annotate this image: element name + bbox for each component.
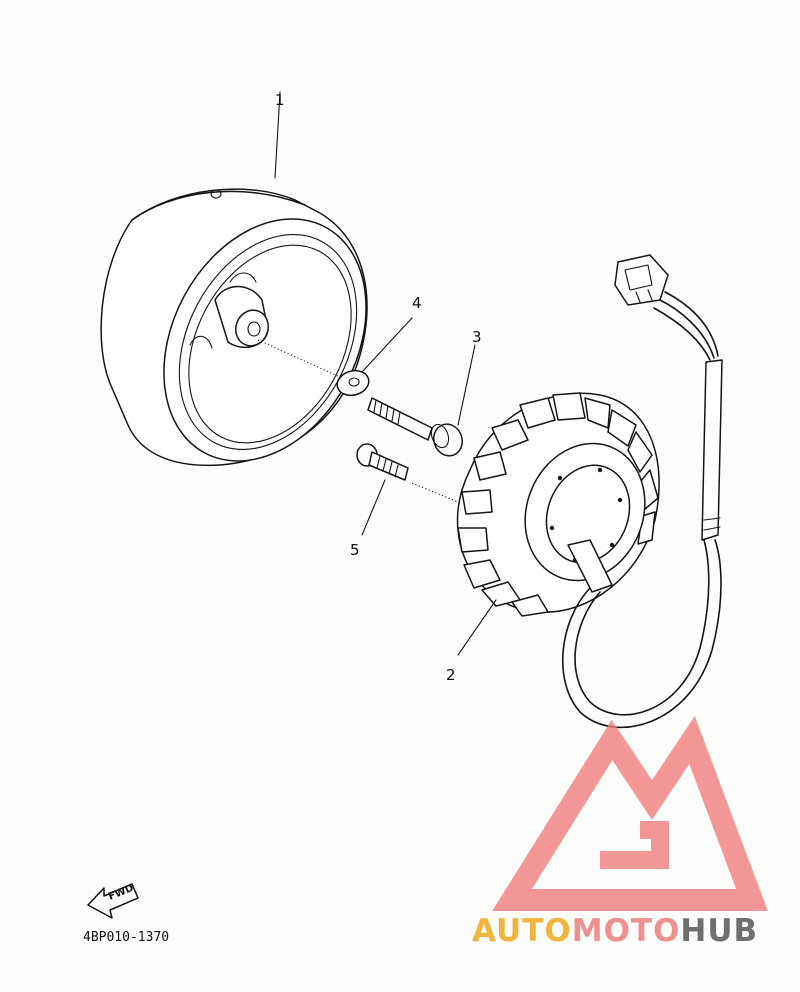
watermark-auto: AUTO (472, 913, 572, 949)
washer (336, 369, 370, 397)
callout-leaders (274, 91, 497, 656)
assembly-guide-lines (257, 339, 459, 503)
logo-triangle-icon (492, 716, 768, 911)
connector (614, 254, 669, 306)
diagram-code: 4BP010-1370 (83, 930, 169, 945)
screw (356, 443, 409, 481)
callout-2: 2 (446, 666, 456, 684)
callout-1: 1 (275, 91, 285, 109)
stator-assembly (456, 392, 660, 617)
callout-3: 3 (472, 328, 482, 346)
wire-harness (562, 291, 723, 729)
callout-5: 5 (350, 541, 360, 559)
watermark-text: AUTOMOTOHUB (472, 913, 758, 949)
fwd-arrow-icon: FWD (87, 883, 139, 919)
rotor-flywheel (100, 188, 368, 467)
watermark-hub: HUB (680, 913, 758, 949)
callout-4: 4 (412, 294, 422, 312)
watermark-moto: MOTO (572, 913, 681, 949)
bolt (367, 397, 463, 457)
